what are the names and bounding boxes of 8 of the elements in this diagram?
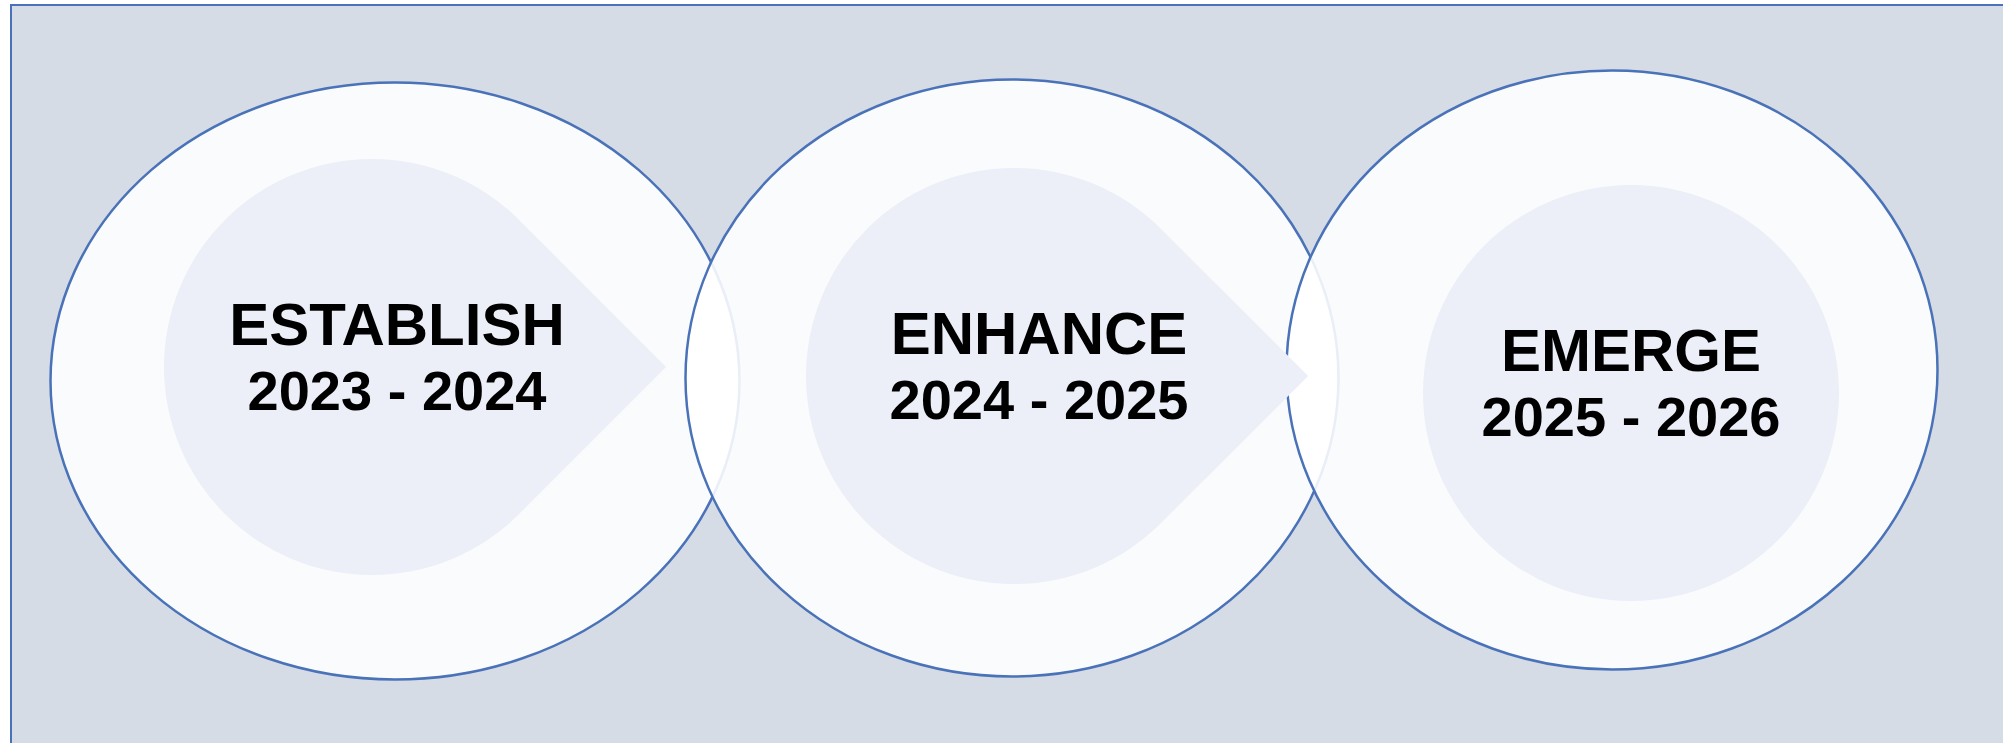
ring-ellipse: [1285, 69, 1939, 671]
stage-title: ENHANCE: [890, 299, 1188, 369]
year-range: 2024 - 2025: [889, 368, 1189, 433]
circle-shape: [1423, 185, 1839, 601]
year-range: 2025 - 2026: [1481, 385, 1781, 450]
year-range: 2023 - 2024: [247, 359, 547, 424]
stage-title: EMERGE: [1500, 316, 1761, 386]
stage-title: ESTABLISH: [229, 290, 565, 360]
